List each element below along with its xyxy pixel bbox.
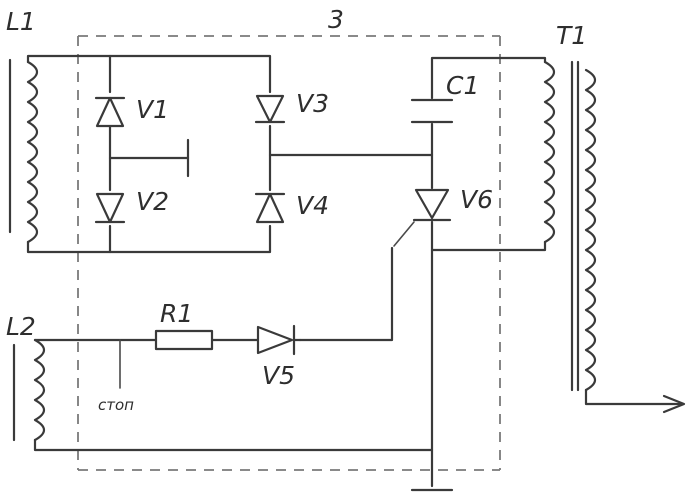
label-v4: V4 bbox=[296, 191, 329, 220]
component-labels: L1 L2 T1 3 C1 R1 V1 V2 V3 V4 V5 V6 стоп bbox=[6, 5, 587, 414]
label-v1: V1 bbox=[136, 95, 169, 124]
coil-l1 bbox=[8, 58, 39, 244]
diode-v3 bbox=[254, 94, 286, 124]
label-block-3: 3 bbox=[328, 5, 344, 34]
label-v3: V3 bbox=[296, 89, 329, 118]
label-v2: V2 bbox=[136, 187, 169, 216]
diode-v4 bbox=[254, 192, 286, 224]
label-l2: L2 bbox=[6, 312, 36, 341]
resistor-r1 bbox=[154, 329, 214, 351]
diode-v1 bbox=[94, 96, 126, 128]
thyristor-v6 bbox=[412, 188, 452, 222]
diode-v2 bbox=[94, 192, 126, 224]
label-t1: T1 bbox=[556, 21, 587, 50]
label-v6: V6 bbox=[460, 185, 493, 214]
label-r1: R1 bbox=[160, 299, 193, 328]
label-c1: C1 bbox=[446, 71, 479, 100]
label-stop: стоп bbox=[98, 396, 134, 414]
coil-l2 bbox=[12, 338, 46, 442]
diode-v5 bbox=[256, 324, 302, 356]
label-v5: V5 bbox=[262, 361, 295, 390]
transformer-t1 bbox=[543, 60, 597, 392]
label-l1: L1 bbox=[6, 7, 36, 36]
wiring bbox=[26, 54, 686, 492]
capacitor-c1 bbox=[410, 98, 454, 124]
